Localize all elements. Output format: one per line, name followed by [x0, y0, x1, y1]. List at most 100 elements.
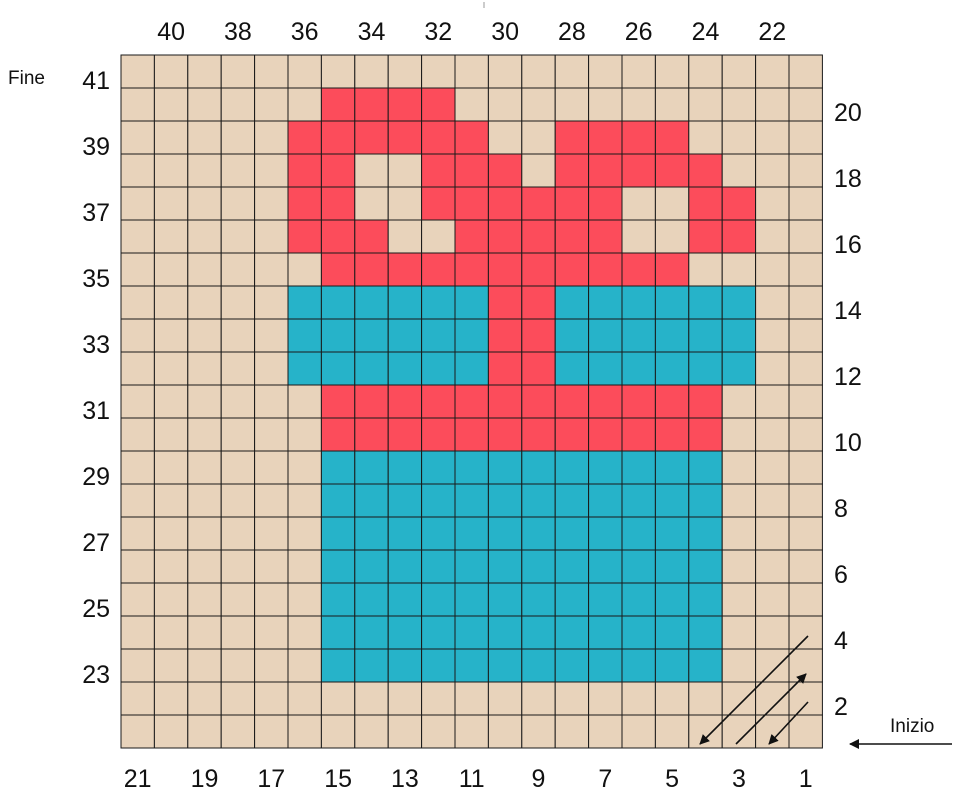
grid-cell: [154, 88, 187, 121]
grid-cell: [388, 286, 421, 319]
grid-cell: [188, 154, 221, 187]
grid-cell: [388, 418, 421, 451]
grid-cell: [154, 319, 187, 352]
grid-cell: [589, 418, 622, 451]
grid-cell: [622, 649, 655, 682]
grid-cell: [622, 121, 655, 154]
grid-cell: [422, 253, 455, 286]
grid-cell: [655, 286, 688, 319]
grid-cell: [321, 484, 354, 517]
grid-cell: [455, 220, 488, 253]
grid-cell: [655, 253, 688, 286]
grid-cell: [288, 583, 321, 616]
grid-cell: [689, 187, 722, 220]
grid-cell: [756, 682, 789, 715]
grid-cell: [288, 220, 321, 253]
top-row-number: 30: [491, 18, 519, 46]
grid-cell: [789, 451, 822, 484]
grid-cell: [388, 121, 421, 154]
grid-cell: [355, 451, 388, 484]
grid-cell: [355, 154, 388, 187]
bottom-row-number: 7: [598, 765, 612, 793]
grid-cell: [154, 517, 187, 550]
grid-cell: [722, 253, 755, 286]
grid-cell: [221, 550, 254, 583]
grid-cell: [154, 286, 187, 319]
grid-cell: [589, 88, 622, 121]
grid-cell: [355, 319, 388, 352]
grid-cell: [355, 583, 388, 616]
grid-cell: [655, 220, 688, 253]
grid-cell: [154, 484, 187, 517]
grid-cell: [455, 187, 488, 220]
grid-cell: [589, 253, 622, 286]
grid-cell: [321, 550, 354, 583]
grid-cell: [789, 253, 822, 286]
grid-cell: [188, 253, 221, 286]
grid-cell: [522, 88, 555, 121]
grid-cell: [221, 649, 254, 682]
grid-cell: [255, 517, 288, 550]
grid-cell: [722, 286, 755, 319]
bottom-row-number: 1: [799, 765, 813, 793]
grid-cell: [255, 649, 288, 682]
grid-cell: [154, 583, 187, 616]
grid-cell: [722, 451, 755, 484]
grid-cell: [255, 154, 288, 187]
grid-cell: [722, 715, 755, 748]
grid-cell: [255, 583, 288, 616]
top-row-number: 36: [291, 18, 319, 46]
grid-cell: [522, 649, 555, 682]
grid-cell: [355, 550, 388, 583]
grid-cell: [789, 418, 822, 451]
grid-cell: [388, 253, 421, 286]
grid-cell: [488, 154, 521, 187]
grid-cell: [522, 253, 555, 286]
grid-cell: [622, 451, 655, 484]
grid-cell: [355, 88, 388, 121]
grid-cell: [789, 220, 822, 253]
grid-cell: [121, 187, 154, 220]
left-row-number: 25: [82, 595, 110, 623]
grid-cell: [555, 286, 588, 319]
grid-cell: [722, 484, 755, 517]
grid-cell: [488, 649, 521, 682]
grid-cell: [722, 649, 755, 682]
grid-cell: [221, 319, 254, 352]
grid-cell: [255, 286, 288, 319]
grid-cell: [422, 154, 455, 187]
grid-cell: [388, 517, 421, 550]
left-row-number: 39: [82, 133, 110, 161]
grid-cell: [188, 616, 221, 649]
grid-cell: [388, 55, 421, 88]
grid-cell: [422, 583, 455, 616]
grid-cell: [555, 55, 588, 88]
grid-cell: [622, 583, 655, 616]
grid-cell: [355, 220, 388, 253]
grid-cell: [488, 121, 521, 154]
grid-cell: [689, 319, 722, 352]
grid-cell: [722, 220, 755, 253]
grid-cell: [355, 253, 388, 286]
grid-cell: [555, 583, 588, 616]
grid-cell: [321, 517, 354, 550]
grid-cell: [255, 451, 288, 484]
grid-cell: [756, 550, 789, 583]
grid-cell: [555, 682, 588, 715]
grid-cell: [789, 319, 822, 352]
grid-cell: [188, 649, 221, 682]
grid-cell: [589, 550, 622, 583]
grid-cell: [589, 715, 622, 748]
grid-cell: [121, 550, 154, 583]
grid-cell: [488, 418, 521, 451]
grid-cell: [689, 55, 722, 88]
grid-cell: [655, 682, 688, 715]
grid-cell: [455, 550, 488, 583]
grid-cell: [121, 649, 154, 682]
grid-cell: [756, 385, 789, 418]
grid-cell: [689, 517, 722, 550]
grid-cell: [488, 253, 521, 286]
pixel-grid: [121, 55, 822, 748]
grid-cell: [522, 550, 555, 583]
grid-cell: [488, 55, 521, 88]
